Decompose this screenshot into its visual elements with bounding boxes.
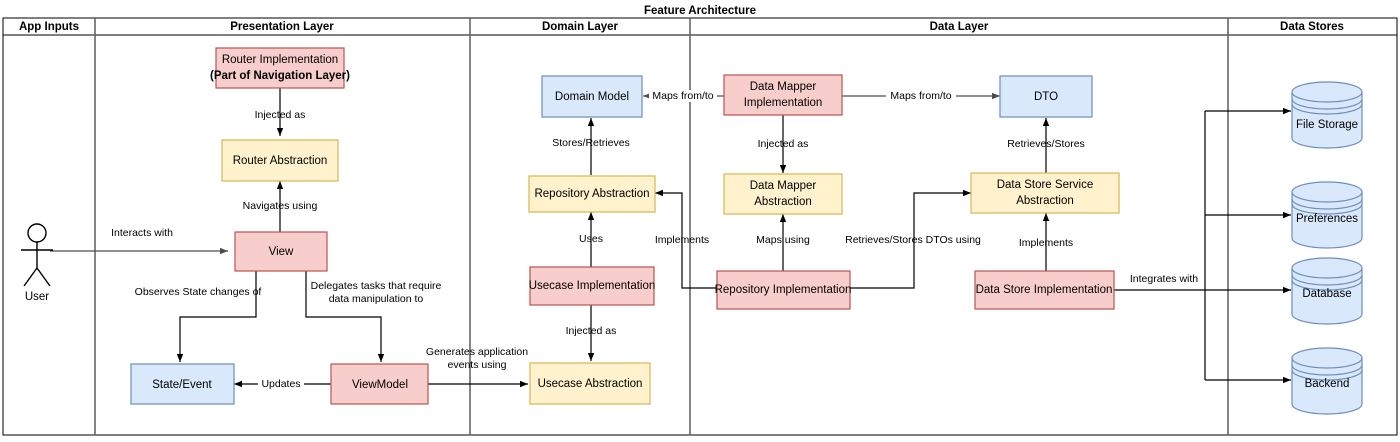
node-data-mapper-abstraction-label-line1: Data Mapper [750,180,817,192]
node-domain-model[interactable]: Domain Model [541,75,643,118]
node-usecase-abstraction-label: Usecase Abstraction [538,378,643,390]
node-router-abstraction-label: Router Abstraction [233,155,328,167]
edge-label-implements-datastore: Implements [1019,237,1073,249]
edge-label-generates-line1: Generates application [426,346,528,358]
node-viewmodel-label: ViewModel [352,379,408,391]
node-backend[interactable]: Backend [1291,347,1363,415]
edge-label-maps-from-to-right: Maps from/to [890,90,951,102]
node-view-label: View [269,246,294,258]
node-router-abstraction[interactable]: Router Abstraction [221,139,339,182]
edge-label-retrieves-stores-dtos: Retrieves/Stores DTOs using [845,234,981,246]
edge-data-mapper-impl-maps-from-to-dto: Maps from/to [842,90,1000,102]
node-router-implementation-label-line2: (Part of Navigation Layer) [210,70,350,82]
edge-view-navigates-using-router-abstraction: Navigates using [243,181,318,232]
node-database-label: Database [1302,288,1351,300]
node-router-implementation[interactable]: Router Implementation (Part of Navigatio… [210,47,350,89]
node-usecase-implementation-label: Usecase Implementation [529,280,656,292]
node-view[interactable]: View [234,231,328,272]
edge-usecase-impl-injected-as-usecase-abstraction: Injected as [566,305,617,361]
edge-label-delegates-line1: Delegates tasks that require [311,280,442,292]
column-header-app-inputs: App Inputs [19,21,79,33]
column-header-presentation-layer: Presentation Layer [230,21,334,33]
edge-label-navigates-using: Navigates using [243,200,318,212]
edge-usecase-impl-uses-repository-abstraction: Uses [579,212,603,267]
node-repository-implementation[interactable]: Repository Implementation [715,270,852,310]
edge-label-uses: Uses [579,233,603,245]
edge-label-maps-using: Maps using [756,234,810,246]
edge-viewmodel-generates-usecase-abstraction: Generates application events using [426,346,528,388]
edge-label-maps-from-to-left: Maps from/to [652,90,713,102]
edge-data-store-service-retrieves-stores-dto: Retrieves/Stores [1007,118,1085,174]
node-repository-abstraction[interactable]: Repository Abstraction [528,175,656,213]
node-data-mapper-implementation[interactable]: Data Mapper Implementation [723,74,843,116]
node-state-event[interactable]: State/Event [130,363,235,405]
node-usecase-abstraction[interactable]: Usecase Abstraction [529,362,651,405]
edge-view-delegates-viewmodel: Delegates tasks that require data manipu… [305,271,442,362]
edge-label-injected-as-router: Injected as [255,109,306,121]
edge-label-delegates-line2: data manipulation to [329,293,424,305]
edge-label-interacts-with: Interacts with [111,227,173,239]
node-preferences-label: Preferences [1296,213,1358,225]
node-data-mapper-implementation-label-line2: Implementation [744,97,823,109]
edge-label-injected-as-usecase: Injected as [566,325,617,337]
node-usecase-implementation[interactable]: Usecase Implementation [529,266,656,306]
edge-repository-impl-implements-repository-abstraction: Implements [655,189,717,289]
node-repository-abstraction-label: Repository Abstraction [534,188,649,200]
node-state-event-label: State/Event [152,379,212,391]
edge-label-injected-as-mapper: Injected as [758,138,809,150]
edge-label-observes-state: Observes State changes of [135,286,262,298]
edge-label-implements-repo: Implements [655,234,709,246]
node-viewmodel[interactable]: ViewModel [330,363,429,405]
node-file-storage[interactable]: File Storage [1291,81,1363,149]
edge-data-mapper-impl-maps-from-to-domain-model: Maps from/to [643,90,724,102]
node-preferences[interactable]: Preferences [1291,181,1363,249]
edge-router-impl-injected-as-router-abstraction: Injected as [255,88,306,136]
node-data-mapper-abstraction-label-line2: Abstraction [754,196,812,208]
edge-repository-impl-retrieves-stores-dtos-data-store-service: Retrieves/Stores DTOs using [845,189,981,289]
node-data-store-implementation[interactable]: Data Store Implementation [974,270,1115,310]
edge-repository-impl-maps-using-data-mapper-abstraction: Maps using [756,214,810,271]
node-dto[interactable]: DTO [999,75,1093,118]
node-data-mapper-implementation-label-line1: Data Mapper [750,81,817,93]
edge-view-observes-state-event: Observes State changes of [135,271,262,362]
edge-data-store-impl-implements-data-store-service: Implements [1019,213,1073,271]
edge-viewmodel-updates-state-event: Updates [234,378,331,390]
node-data-store-service-abstraction[interactable]: Data Store Service Abstraction [970,172,1120,214]
node-backend-label: Backend [1305,378,1350,390]
user-right-leg-icon [36,267,51,287]
column-header-data-layer: Data Layer [930,21,989,33]
node-file-storage-label: File Storage [1296,119,1358,131]
node-database[interactable]: Database [1291,257,1363,325]
edge-label-stores-retrieves: Stores/Retrieves [552,137,630,149]
node-router-implementation-label-line1: Router Implementation [222,54,338,66]
node-data-store-service-abstraction-label-line2: Abstraction [1016,195,1074,207]
lane-frame [2,17,1398,436]
edge-data-store-impl-integrates-with-stores: Integrates with [1114,107,1291,384]
node-data-store-implementation-label: Data Store Implementation [976,284,1113,296]
column-header-data-stores: Data Stores [1280,21,1344,33]
edge-label-integrates-with: Integrates with [1130,273,1198,285]
node-data-store-service-abstraction-label-line1: Data Store Service [997,179,1094,191]
user-left-leg-icon [23,267,38,287]
node-domain-model-label: Domain Model [555,91,629,103]
column-header-domain-layer: Domain Layer [542,21,619,33]
edge-label-updates: Updates [261,378,300,390]
edge-user-interacts-with-view: Interacts with [50,227,228,255]
edge-label-generates-line2: events using [448,359,507,371]
actor-user-label: User [25,291,49,303]
node-data-mapper-abstraction[interactable]: Data Mapper Abstraction [723,173,843,215]
diagram-title: Feature Architecture [644,5,756,17]
node-repository-implementation-label: Repository Implementation [715,284,852,296]
edge-repository-abstraction-stores-retrieves-domain-model: Stores/Retrieves [552,118,630,175]
node-dto-label: DTO [1034,91,1058,103]
edge-label-retrieves-stores: Retrieves/Stores [1007,138,1085,150]
edge-data-mapper-impl-injected-as-abstraction: Injected as [758,115,809,173]
actor-user[interactable]: User [21,223,53,303]
